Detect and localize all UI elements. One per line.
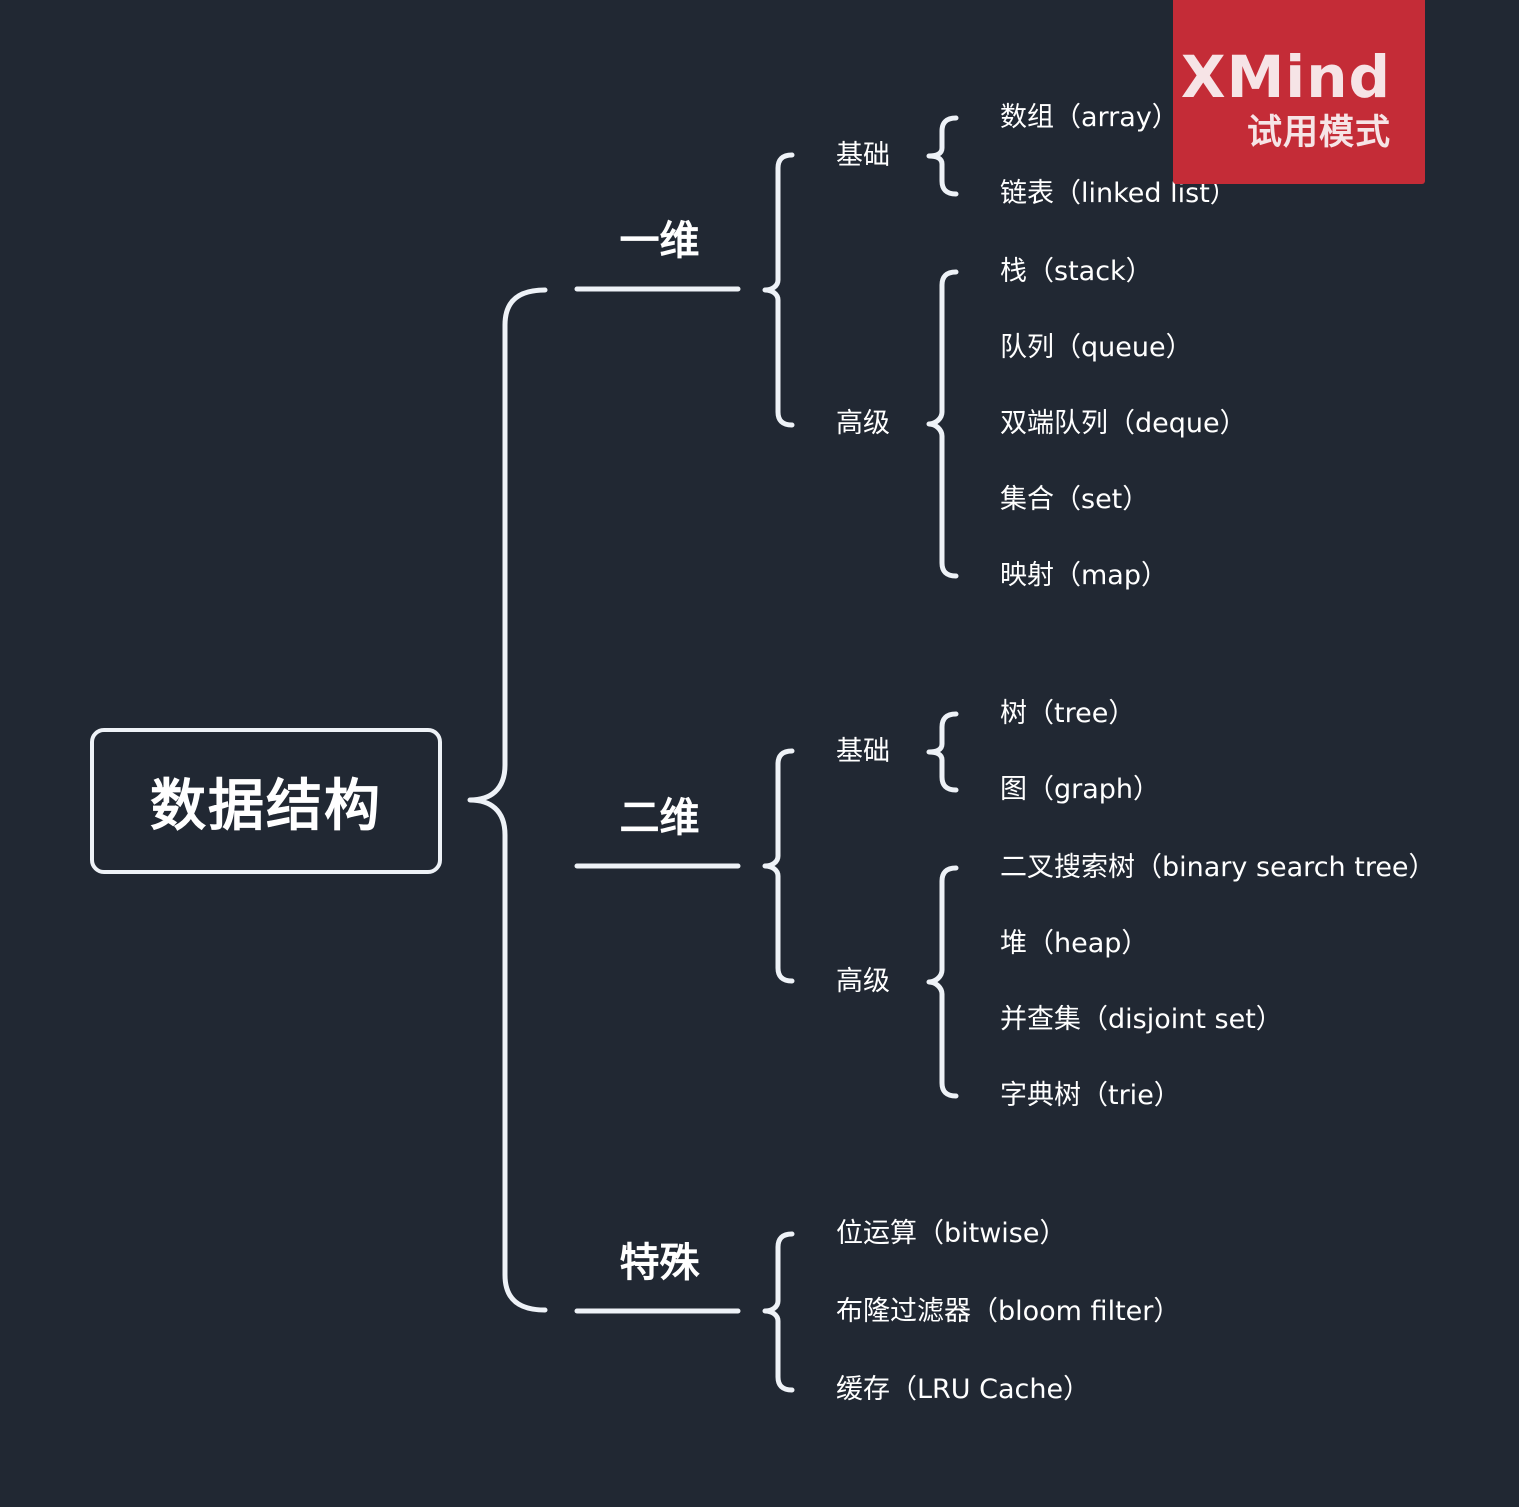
leaf-bloom-filter[interactable]: 布隆过滤器（bloom filter） xyxy=(836,1296,1181,1327)
leaf-queue[interactable]: 队列（queue） xyxy=(1000,332,1193,363)
trial-watermark: XMind 试用模式 xyxy=(1173,0,1425,184)
topic-one-dim[interactable]: 一维 xyxy=(619,218,700,264)
special-brace xyxy=(762,1231,795,1393)
leaf-binary-search-tree[interactable]: 二叉搜索树（binary search tree） xyxy=(1000,852,1436,883)
leaf-set[interactable]: 集合（set） xyxy=(1000,484,1150,515)
root-brace xyxy=(467,287,548,1313)
leaf-deque[interactable]: 双端队列（deque） xyxy=(1000,408,1247,439)
subtopic-two-dim-basic[interactable]: 基础 xyxy=(836,736,890,767)
root-node[interactable]: 数据结构 xyxy=(90,728,442,874)
leaf-linked-list[interactable]: 链表（linked list） xyxy=(1000,178,1237,209)
leaf-bitwise[interactable]: 位运算（bitwise） xyxy=(836,1218,1067,1249)
leaf-tree[interactable]: 树（tree） xyxy=(1000,698,1136,729)
root-label: 数据结构 xyxy=(150,773,382,839)
subtopic-one-dim-basic[interactable]: 基础 xyxy=(836,140,890,171)
topic-two-dim[interactable]: 二维 xyxy=(619,795,700,841)
subtopic-one-dim-advanced[interactable]: 高级 xyxy=(836,408,890,439)
watermark-brand: XMind xyxy=(1180,43,1391,111)
leaf-heap[interactable]: 堆（heap） xyxy=(1000,928,1149,959)
one-dim-brace xyxy=(762,152,795,428)
leaf-lru-cache[interactable]: 缓存（LRU Cache） xyxy=(836,1374,1091,1405)
leaf-stack[interactable]: 栈（stack） xyxy=(1000,256,1153,287)
leaf-trie[interactable]: 字典树（trie） xyxy=(1000,1080,1181,1111)
one-dim-advanced-brace xyxy=(926,269,959,579)
one-dim-basic-brace xyxy=(926,115,959,197)
leaf-disjoint-set[interactable]: 并查集（disjoint set） xyxy=(1000,1004,1283,1035)
leaf-graph[interactable]: 图（graph） xyxy=(1000,774,1161,805)
two-dim-advanced-brace xyxy=(926,865,959,1099)
watermark-mode: 试用模式 xyxy=(1246,113,1391,153)
subtopic-two-dim-advanced[interactable]: 高级 xyxy=(836,966,890,997)
two-dim-basic-brace xyxy=(926,711,959,793)
leaf-array[interactable]: 数组（array） xyxy=(1000,102,1179,133)
leaf-map[interactable]: 映射（map） xyxy=(1000,560,1168,591)
two-dim-brace xyxy=(762,748,795,984)
topic-special[interactable]: 特殊 xyxy=(619,1240,700,1286)
